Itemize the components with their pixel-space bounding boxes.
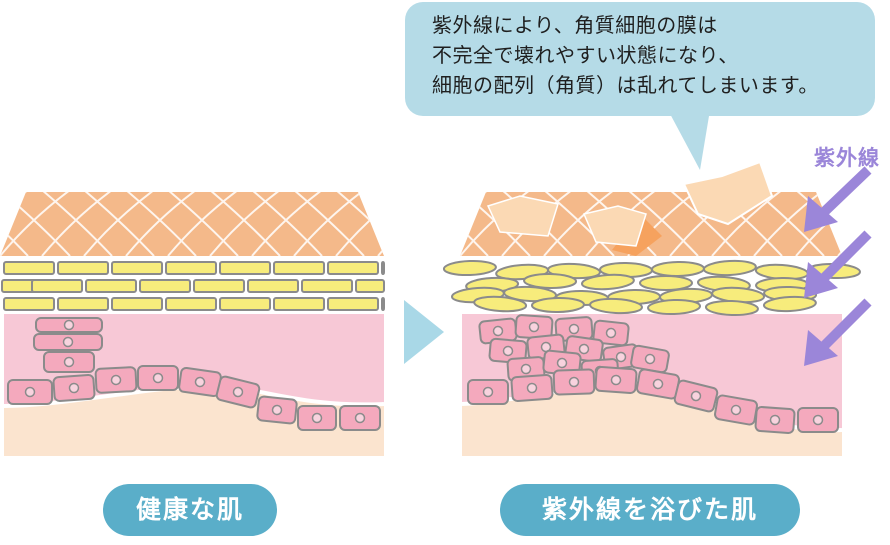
epidermal-cell [467, 379, 509, 405]
epidermal-cell [673, 379, 719, 413]
corneum-cell [639, 275, 693, 291]
corneum-cell [165, 261, 217, 275]
epidermal-cell [714, 394, 758, 426]
epidermal-cell [594, 365, 638, 395]
callout-line: 紫外線により、角質細胞の膜は [432, 13, 718, 37]
epidermal-cell [52, 373, 96, 403]
epidermal-cell [256, 395, 298, 425]
corneum-cell [57, 261, 109, 275]
corneum-cell [473, 295, 528, 313]
corneum-cell [193, 279, 245, 293]
corneum-cell [530, 296, 585, 314]
epidermal-cells [7, 317, 381, 431]
epidermal-cell [43, 351, 95, 373]
corneum-cell [704, 299, 759, 317]
corneum-cell [219, 297, 271, 311]
healthy-skin-diagram [0, 192, 385, 456]
corneum-cell [3, 261, 55, 275]
corneum-cell [139, 279, 191, 293]
epidermal-cell [552, 368, 596, 396]
corneum-cell [327, 261, 379, 275]
uv-arrow-icon [804, 230, 872, 298]
epidermal-cell [215, 375, 261, 409]
corneum-cell [165, 297, 217, 311]
corneum-cell [381, 297, 385, 311]
flaking-cell [582, 205, 647, 247]
corneum-cell [85, 279, 137, 293]
corneum-cell [327, 297, 379, 311]
epidermal-cell [35, 317, 103, 333]
corneum-cell [3, 297, 55, 311]
uv-label: 紫外線 [814, 146, 880, 170]
epidermal-cell [754, 406, 796, 434]
corneum-cell [523, 272, 578, 290]
corneum-cell [247, 279, 299, 293]
callout-text: 紫外線により、角質細胞の膜は 不完全で壊れやすい状態になり、 細胞の配列（角質）… [432, 10, 872, 100]
corneum-cell [273, 297, 325, 311]
callout-bubble [405, 2, 875, 170]
corneum-cell [762, 295, 817, 313]
corneum-cell [442, 259, 497, 277]
epidermal-cell [630, 344, 670, 374]
epidermal-cell [178, 366, 222, 398]
corneum-cell [31, 279, 83, 293]
epidermal-cell [297, 405, 337, 431]
epidermal-cell [33, 333, 103, 351]
callout-line: 不完全で壊れやすい状態になり、 [432, 43, 739, 67]
uv-skin-diagram [442, 160, 861, 456]
skin-surface [0, 192, 384, 256]
healthy-skin-label: 健康な肌 [103, 484, 277, 536]
corneum-cell [301, 279, 353, 293]
callout-line: 細胞の配列（角質）は乱れてしまいます。 [432, 73, 819, 97]
corneum-cell [273, 261, 325, 275]
corneum-cell [57, 297, 109, 311]
epidermal-cell [339, 405, 381, 431]
epidermal-cell [510, 373, 554, 403]
next-arrow-icon [404, 300, 444, 364]
epidermal-cell [592, 319, 630, 347]
corneum-cell [219, 261, 271, 275]
corneum-cell [580, 273, 635, 291]
epidermal-cell [7, 379, 53, 405]
uv-arrow-icon [804, 166, 872, 232]
corneum-cell [381, 261, 385, 275]
corneum-cell [589, 297, 643, 315]
uv-arrow-icon [804, 298, 872, 366]
uv-skin-label: 紫外線を浴びた肌 [500, 484, 800, 536]
corneum-cell [111, 297, 163, 311]
epidermal-cells [467, 314, 839, 434]
uv-arrows [804, 166, 872, 366]
disordered-corneum-cells [442, 259, 861, 317]
corneum-cell [650, 260, 705, 278]
epidermal-cell [797, 407, 839, 433]
epidermal-cell [514, 314, 554, 340]
epidermal-cell [137, 365, 179, 391]
epidermal-cell [554, 316, 594, 342]
peeling-cell [682, 160, 774, 226]
corneum-cell [355, 279, 385, 293]
corneum-cell [111, 261, 163, 275]
stratum-corneum-bricks [1, 261, 385, 311]
corneum-cell [647, 298, 702, 316]
epidermal-cell [94, 366, 138, 394]
flaking-cell [486, 195, 559, 237]
corneum-cell [702, 259, 757, 277]
